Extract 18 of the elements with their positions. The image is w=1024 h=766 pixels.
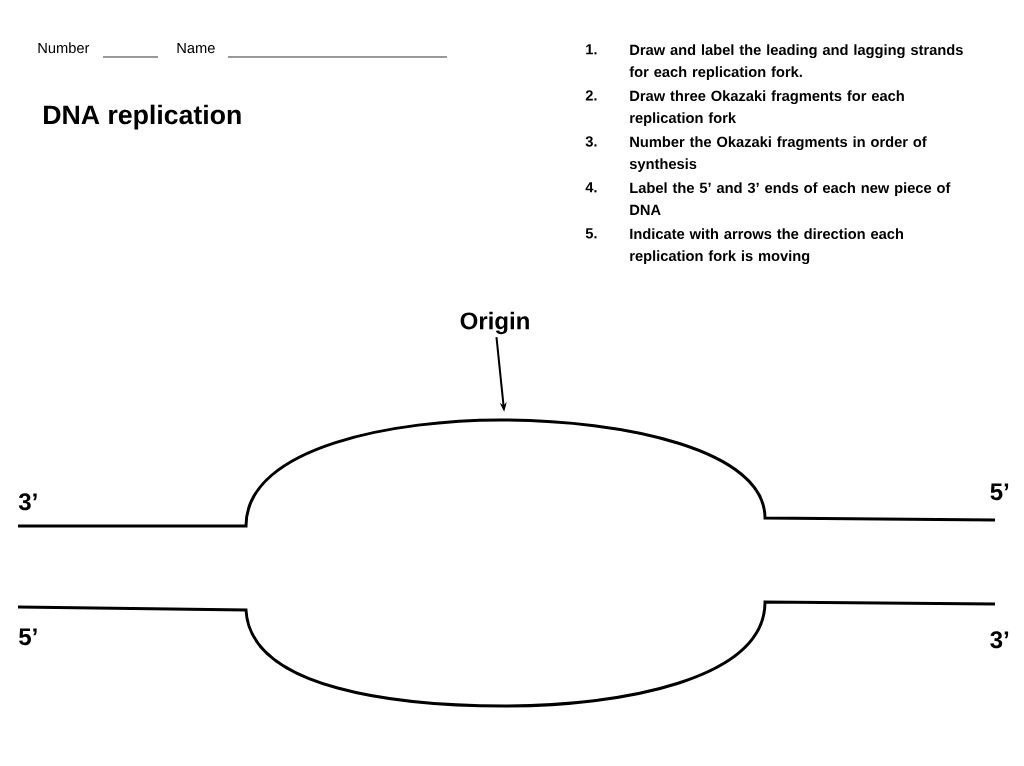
instruction-text: Draw and label the leading and lagging strands for each replication fork. bbox=[629, 44, 963, 80]
strand-end-label: 3’ bbox=[18, 493, 37, 511]
header-label: Name bbox=[177, 42, 215, 54]
list-number: 1. bbox=[586, 44, 597, 55]
instruction-text: Label the 5’ and 3’ ends of each new piece of DNA bbox=[630, 182, 951, 215]
list-number: 4. bbox=[585, 182, 597, 193]
instruction-text: Draw three Okazaki fragments for each replication fork bbox=[630, 90, 904, 126]
list-number: 2. bbox=[585, 90, 597, 101]
list-number: 5. bbox=[585, 228, 597, 239]
title: DNA replication bbox=[44, 104, 241, 130]
strand-end-label: 5’ bbox=[990, 483, 1009, 501]
strand-end-label: 5’ bbox=[19, 628, 37, 646]
origin-label: Origin bbox=[460, 311, 529, 335]
instruction-text: Number the Okazaki fragments in order of synthesis bbox=[629, 136, 927, 172]
instruction-text: Indicate with arrows the direction each replication fork is moving bbox=[630, 228, 903, 264]
strand-end-label: 3’ bbox=[990, 631, 1009, 649]
list-number: 3. bbox=[585, 136, 597, 147]
header-label: Number bbox=[38, 42, 90, 54]
